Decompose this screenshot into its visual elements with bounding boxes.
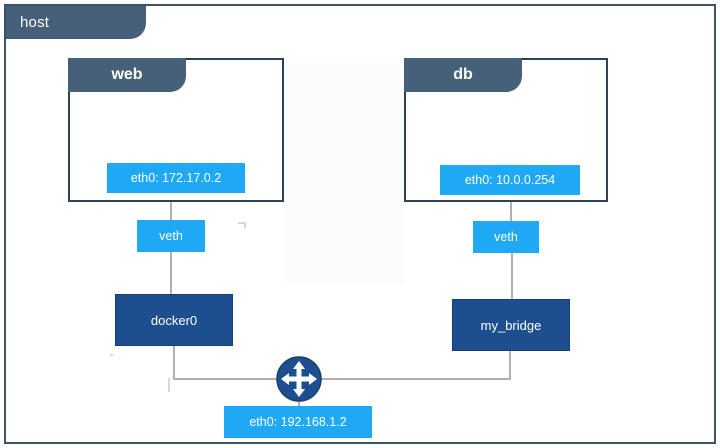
connector-docker0-down bbox=[173, 346, 175, 379]
artifact-speck-1 bbox=[238, 222, 246, 224]
artifact-speck-3 bbox=[110, 354, 113, 356]
veth-db[interactable]: veth bbox=[473, 221, 539, 253]
artifact-speck-4 bbox=[168, 378, 170, 392]
bridge-docker0[interactable]: docker0 bbox=[115, 294, 233, 346]
background-wash bbox=[282, 62, 404, 284]
connector-veth-db-to-my-bridge bbox=[511, 253, 513, 301]
connector-web-eth0-to-veth bbox=[170, 202, 172, 223]
container-web[interactable]: web bbox=[68, 58, 284, 202]
container-db-label: db bbox=[404, 58, 522, 92]
container-db-eth0-chip[interactable]: eth0: 10.0.0.254 bbox=[440, 165, 580, 195]
bridge-my-bridge[interactable]: my_bridge bbox=[452, 299, 570, 351]
host-label-tab: host bbox=[6, 6, 146, 39]
connector-docker0-to-router bbox=[173, 378, 283, 380]
veth-web[interactable]: veth bbox=[137, 220, 205, 252]
four-way-arrows-icon[interactable] bbox=[276, 356, 322, 402]
connector-router-to-my-bridge bbox=[316, 378, 511, 380]
artifact-speck-2 bbox=[244, 222, 246, 228]
host-uplink-eth0-chip[interactable]: eth0: 192.168.1.2 bbox=[224, 406, 372, 438]
connector-my-bridge-down bbox=[509, 351, 511, 380]
container-web-eth0-chip[interactable]: eth0: 172.17.0.2 bbox=[107, 163, 245, 193]
container-web-label: web bbox=[68, 58, 186, 92]
connector-veth-web-to-docker0 bbox=[170, 252, 172, 296]
connector-db-eth0-to-veth bbox=[510, 202, 512, 223]
